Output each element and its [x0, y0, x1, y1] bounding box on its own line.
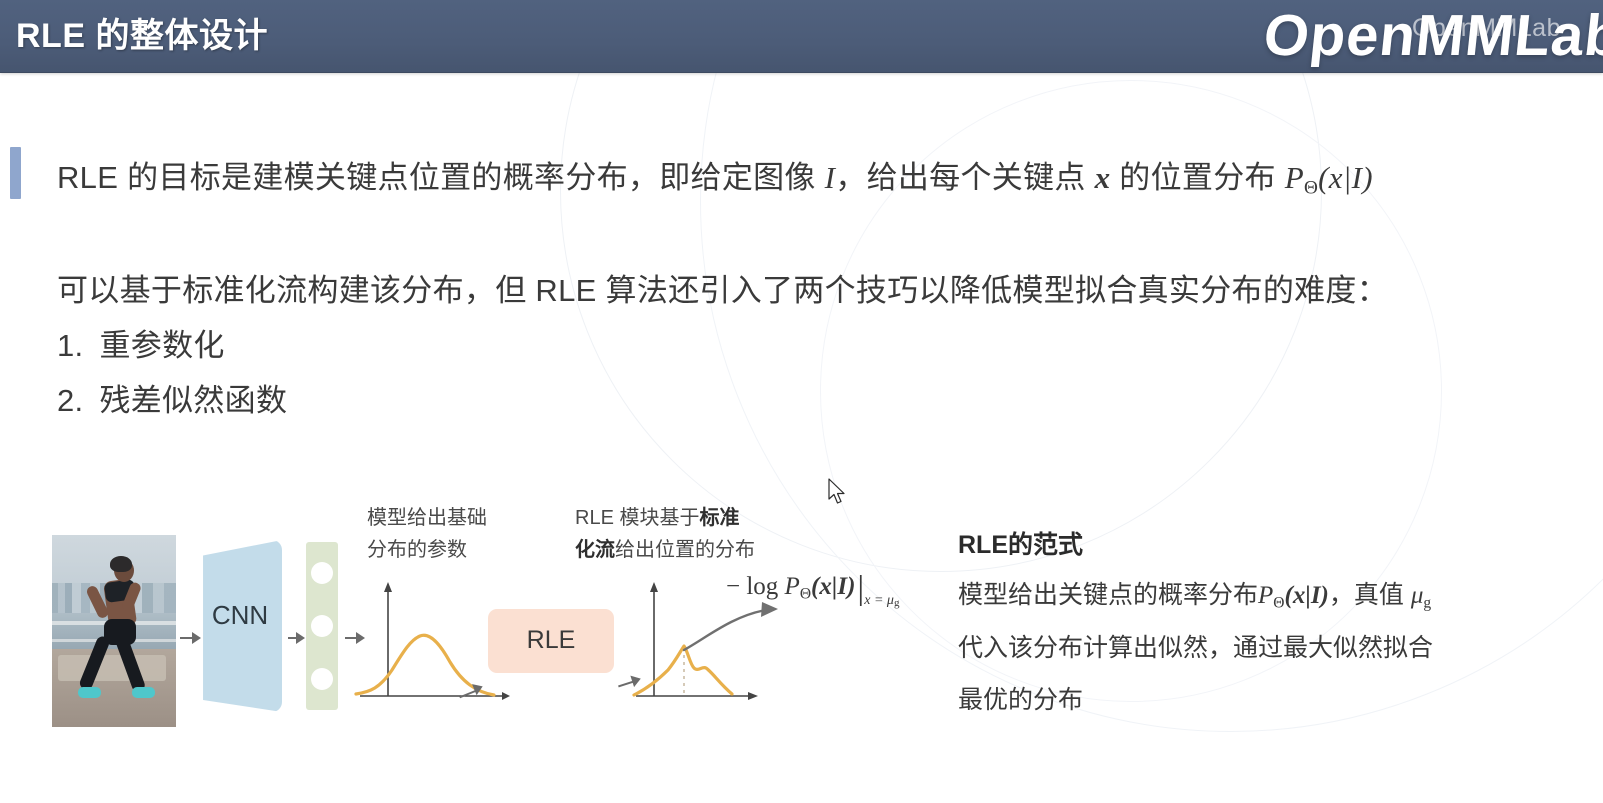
rle-module-label: RLE [526, 626, 576, 654]
arrow-cnn-to-fc-head [296, 632, 305, 644]
explanation-line-3: 最优的分布 [958, 686, 1084, 714]
input-image-thumbnail [52, 535, 176, 727]
statement-line-1-part-c: 的位置分布 [1110, 160, 1285, 195]
runner-front-shoe [78, 687, 101, 698]
photo-runner-figure [52, 535, 176, 727]
formula-neg-log: − log [726, 573, 785, 600]
explanation-P: P [1258, 582, 1274, 609]
caption-plain-a: RLE 模块基于 [575, 507, 700, 529]
rle-module-block [488, 609, 614, 673]
explanation-P-subscript: Θ [1273, 594, 1285, 612]
runner-hips [104, 619, 136, 645]
explanation-line-2: 代入该分布计算出似然，通过最大似然拟合 [958, 634, 1434, 662]
arrow-fc-to-base-dist [345, 637, 357, 639]
arrow-fc-to-base-dist-head [356, 632, 365, 644]
negative-log-likelihood-formula: − log PΘ(x|I)|x = μg [726, 570, 899, 609]
flow-chart-x-axis-arrow [748, 692, 758, 700]
math-symbol-theta-subscript: Θ [1303, 177, 1319, 199]
fc-node [311, 562, 333, 584]
paragraph-accent-bar [10, 147, 21, 199]
curved-arrow-to-formula [682, 602, 778, 652]
caption-plain-b: 给出位置的分布 [615, 539, 755, 561]
formula-eval-subscript: x = μ [864, 593, 894, 608]
explanation-P-args: (x|I) [1284, 582, 1329, 609]
explanation-line-1: 模型给出关键点的概率分布PΘ(x|I)，真值 μg [958, 575, 1431, 612]
base-distribution-chart [354, 582, 510, 700]
explanation-line-1-a: 模型给出关键点的概率分布 [958, 581, 1259, 609]
explanation-mu: μ [1410, 582, 1424, 609]
runner-front-leg [77, 634, 112, 692]
base-distribution-curve [354, 633, 496, 697]
diagram-caption-rle-module: RLE 模块基于标准 化流给出位置的分布 [575, 502, 755, 566]
list-item-number: 2. [57, 383, 84, 418]
math-symbol-P-args: (x|I) [1318, 160, 1373, 195]
diagram-caption-base-distribution-line2: 分布的参数 [367, 539, 467, 561]
logo-watermark-text: OpenMMLab [1260, 3, 1603, 68]
runner-hair [110, 556, 132, 572]
explanation-title: RLE的范式 [958, 531, 1084, 559]
formula-P-args: (x|I) [811, 573, 856, 600]
diagram-caption-base-distribution-line1: 模型给出基础 [367, 507, 487, 529]
base-chart-y-axis-arrow [384, 582, 392, 592]
explanation-mu-subscript: g [1423, 594, 1432, 612]
statement-line-2: 可以基于标准化流构建该分布，但 RLE 算法还引入了两个技巧以降低模型拟合真实分… [57, 273, 1389, 308]
explanation-line-1-b: ，真值 [1328, 581, 1411, 609]
diagram-caption-rle-module-line1: RLE 模块基于标准 [575, 502, 755, 534]
curved-arrow-path [682, 608, 768, 652]
fc-layer-block [306, 542, 338, 710]
flow-distribution-curve [632, 644, 734, 697]
photo-bench [58, 655, 166, 681]
openmmlab-logo-text: OpenMMLab [1411, 14, 1561, 42]
math-symbol-x: x [1094, 160, 1111, 195]
statement-line-1-part-a: RLE 的目标是建模关键点位置的概率分布，即给定图像 [57, 160, 825, 195]
list-item: 1. 重参数化 [57, 320, 225, 365]
page-title: RLE 的整体设计 [16, 17, 268, 55]
formula-P-subscript: Θ [799, 585, 812, 603]
diagram-caption-rle-module-line2: 化流给出位置的分布 [575, 534, 755, 566]
math-symbol-P: P [1284, 160, 1304, 195]
caption-bold-b: 化流 [575, 539, 615, 561]
diagram-caption-base-distribution: 模型给出基础 分布的参数 [367, 502, 487, 566]
list-item-number: 1. [57, 328, 84, 363]
fc-node [311, 615, 333, 637]
fc-node [311, 668, 333, 690]
openmmlab-logo-watermark: OpenMMLab [1261, 2, 1603, 69]
statement-line-1-part-b: ，给出每个关键点 [835, 160, 1095, 195]
formula-eval-bar: | [857, 570, 865, 607]
caption-bold-a: 标准 [699, 507, 740, 529]
rle-pipeline-diagram: 模型给出基础 分布的参数 RLE 模块基于标准 化流给出位置的分布 [0, 470, 1603, 803]
runner-back-shoe [132, 687, 155, 698]
list-item: 2. 残差似然函数 [57, 375, 287, 420]
list-item-label: 重参数化 [99, 328, 225, 363]
slide-header-bar: RLE 的整体设计 OpenMMLab OpenMMLab [0, 0, 1603, 72]
statement-line-1: RLE 的目标是建模关键点位置的概率分布，即给定图像 I，给出每个关键点 x 的… [57, 152, 1373, 199]
formula-P: P [784, 573, 800, 600]
cnn-block [203, 540, 282, 712]
flow-chart-y-axis-arrow [650, 582, 658, 592]
math-symbol-image: I [824, 160, 836, 195]
base-chart-x-axis-arrow [502, 692, 510, 700]
arrow-photo-to-cnn [180, 637, 193, 639]
list-item-label: 残差似然函数 [99, 383, 288, 418]
arrow-photo-to-cnn-head [192, 632, 201, 644]
curved-arrow-head [761, 602, 778, 617]
formula-eval-subscript-g: g [893, 597, 900, 609]
flow-distribution-chart [632, 582, 758, 700]
cnn-block-label: CNN [211, 600, 269, 630]
arrow-cnn-to-fc [288, 637, 298, 639]
